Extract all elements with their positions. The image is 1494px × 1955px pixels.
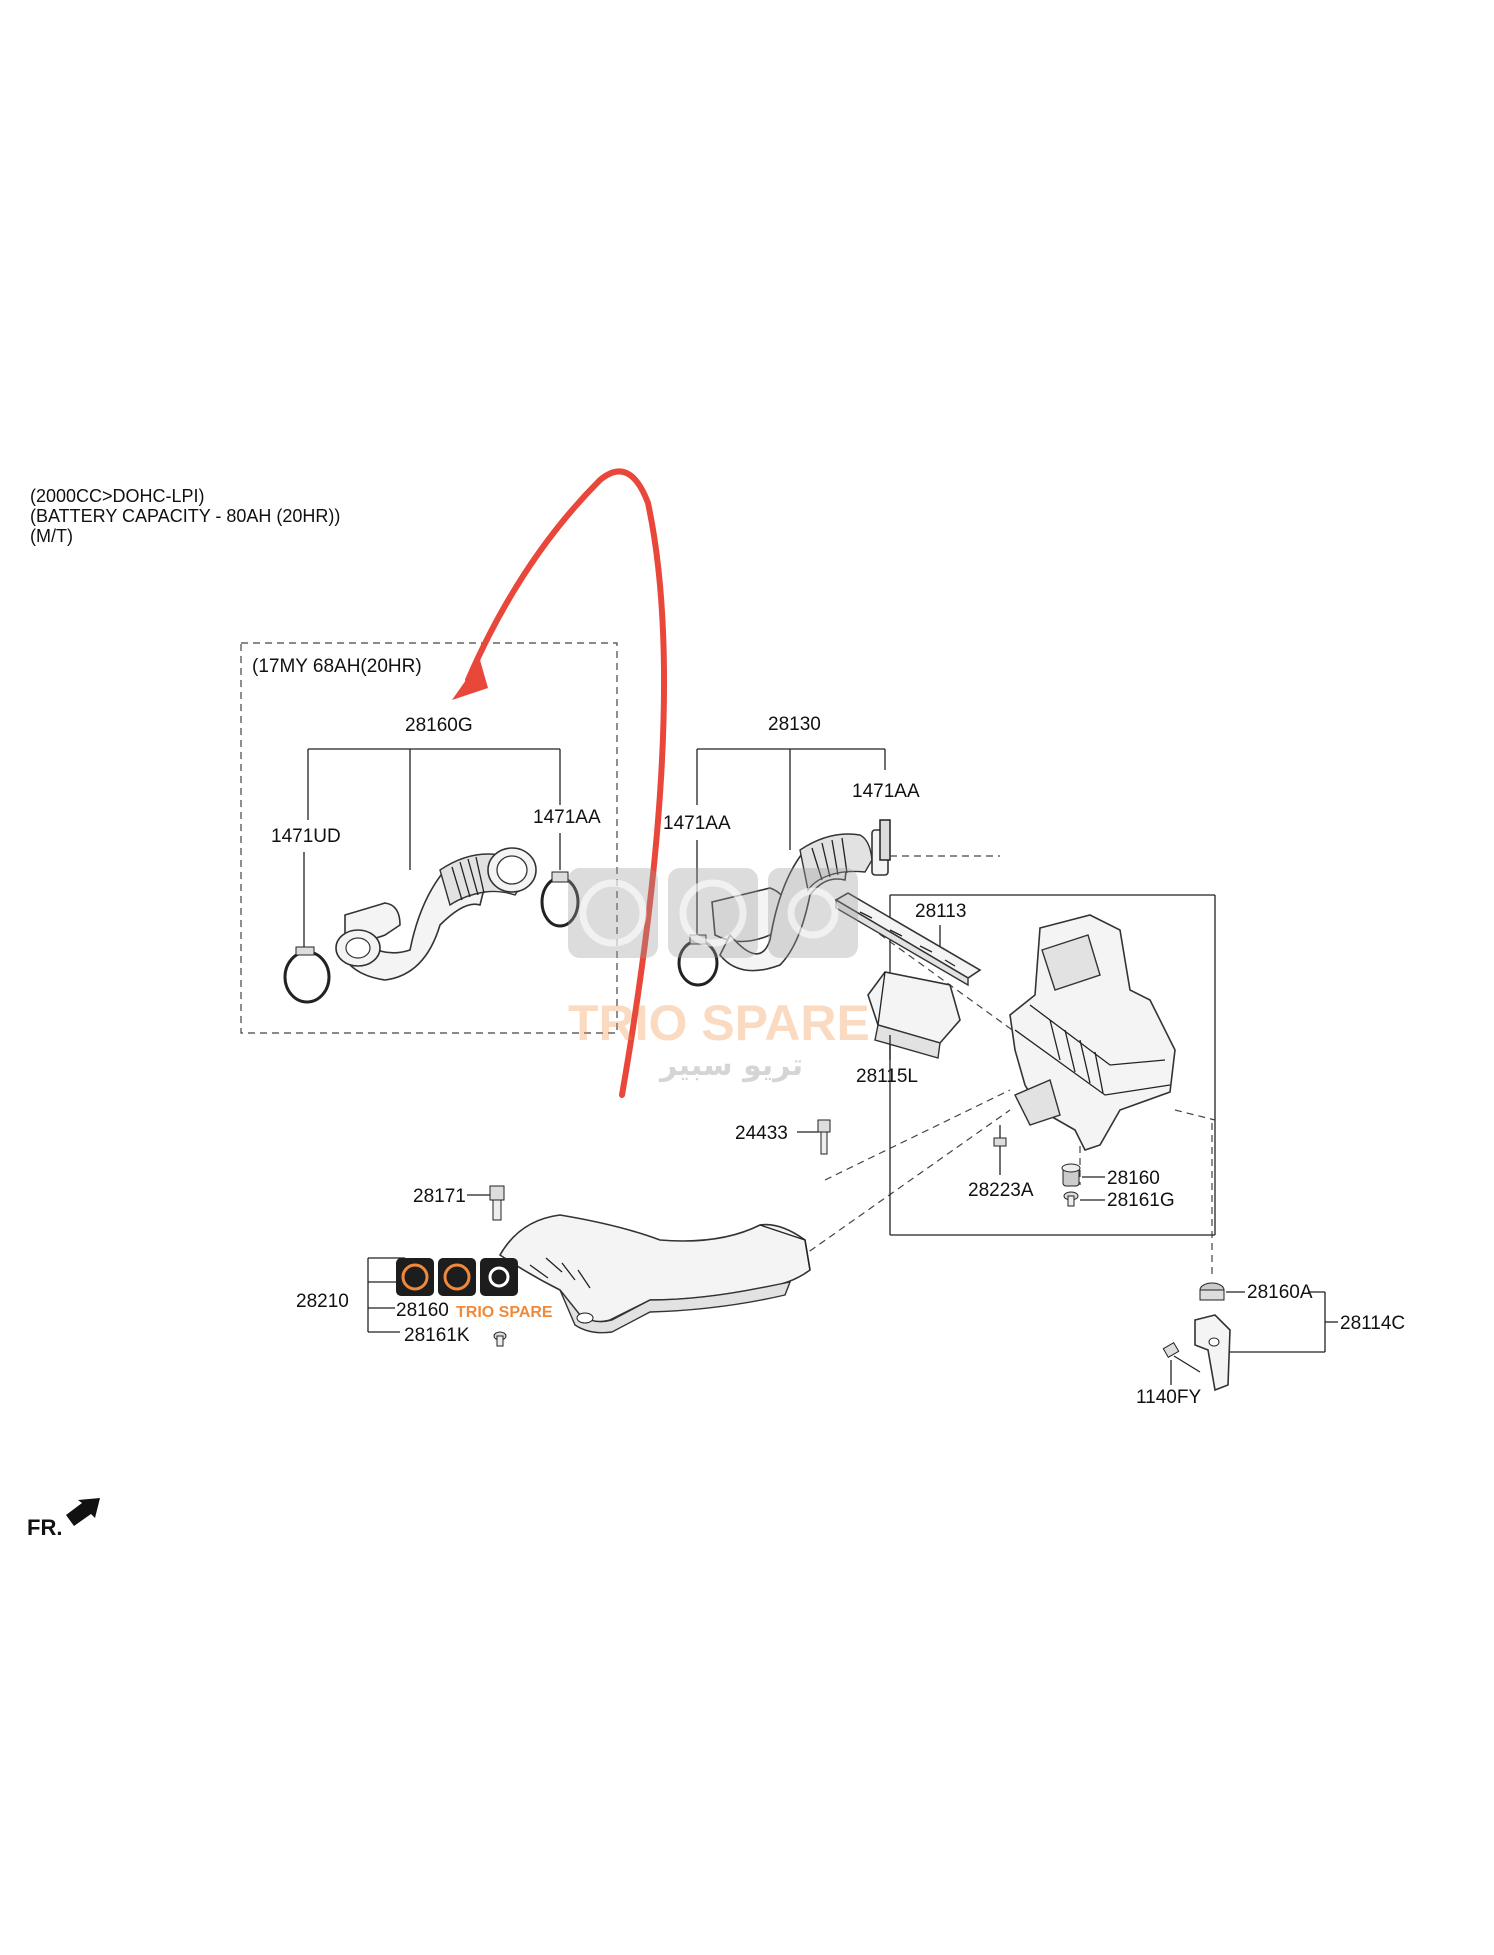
air-cleaner-bracket [889, 894, 1216, 1236]
label-1471UD: 1471UD [271, 826, 341, 847]
bolt-24433-icon [817, 1119, 831, 1155]
header-battery: (BATTERY CAPACITY - 80AH (20HR)) [30, 506, 340, 526]
label-28113: 28113 [915, 901, 966, 922]
intake-duct-28210 [498, 1214, 811, 1334]
front-marker: FR. [27, 1515, 62, 1540]
label-1471AA-inset: 1471AA [533, 807, 601, 828]
annotation-arrowhead [452, 660, 488, 700]
inset-box [240, 642, 618, 1034]
bolt-1140FY-icon [1162, 1341, 1201, 1373]
clamp-1471AA-inset-icon [540, 871, 580, 928]
label-28161K: 28161K [404, 1325, 470, 1346]
mount-28160-icon [1061, 1163, 1081, 1187]
leaders-28210 [367, 1257, 405, 1333]
inset-leaders: 28160G 1471UD 1471AA [271, 715, 601, 955]
label-1471AA-left: 1471AA [663, 813, 731, 834]
cover-28115L [867, 971, 961, 1059]
sensor-28223A-icon [993, 1125, 1007, 1175]
label-28160A: 28160A [1247, 1282, 1313, 1303]
watermark-brand-small: TRIO SPARE [456, 1304, 553, 1321]
label-1140FY: 1140FY [1136, 1387, 1201, 1408]
watermark-logo: TRIO SPARE تريو سبير [568, 868, 870, 1083]
filter-element-28113 [834, 892, 982, 987]
label-28223A: 28223A [968, 1180, 1034, 1201]
clamp-1471AA-top-icon [879, 819, 891, 861]
label-28115L: 28115L [856, 1066, 918, 1087]
watermark-logo-small: TRIO SPARE [396, 1258, 553, 1321]
label-28114C: 28114C [1340, 1313, 1405, 1334]
label-28130: 28130 [768, 714, 821, 735]
label-28161G: 28161G [1107, 1190, 1175, 1211]
bolt-28171-icon [489, 1185, 505, 1221]
bolt-28161K-icon [493, 1331, 507, 1347]
label-28171: 28171 [413, 1186, 466, 1207]
watermark-arabic: تريو سبير [658, 1048, 803, 1083]
label-1471AA-top: 1471AA [852, 781, 920, 802]
annotation-arrow [465, 468, 667, 1098]
insulator-28160A-icon [1199, 1282, 1225, 1301]
bolt-28161G-icon [1063, 1191, 1079, 1207]
label-24433: 24433 [735, 1123, 788, 1144]
air-cleaner-body [1009, 914, 1176, 1151]
bracket-28114C-icon [1194, 1314, 1231, 1392]
intake-hose-28130 [711, 829, 889, 972]
inset-title: (17MY 68AH(20HR) [252, 656, 422, 677]
label-28160: 28160 [1107, 1168, 1160, 1189]
watermark-brand: TRIO SPARE [568, 995, 870, 1051]
front-arrow-icon [66, 1498, 100, 1526]
clamp-1471UD-icon [283, 946, 331, 1004]
header-engine: (2000CC>DOHC-LPI) [30, 486, 205, 506]
label-28160G: 28160G [405, 715, 473, 736]
inset-hose-28160G [335, 847, 537, 981]
label-28210: 28210 [296, 1291, 349, 1312]
label-28160-lower: 28160 [396, 1300, 449, 1321]
header-transmission: (M/T) [30, 526, 73, 546]
